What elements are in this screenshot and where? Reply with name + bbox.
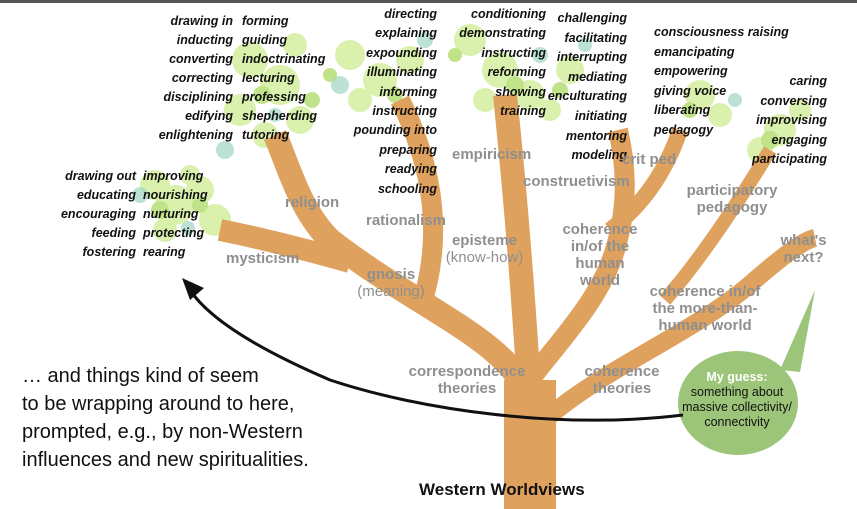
guess-heading: My guess: — [706, 370, 768, 384]
verb: facilitating — [564, 30, 627, 45]
guess-line: something about — [690, 385, 784, 399]
guess-line: massive collectivity/ — [682, 400, 792, 414]
label-coherence-more-than-human: coherence in/of the more-than-human worl… — [649, 283, 761, 334]
verb: nourishing — [143, 188, 208, 202]
guess-bubble-text: My guess: something about massive collec… — [682, 370, 792, 430]
guess-line: connectivity — [704, 415, 770, 429]
verb: mediating — [567, 69, 627, 84]
verb: tutoring — [242, 128, 290, 142]
verb: feeding — [91, 226, 136, 240]
verb: engaging — [771, 132, 827, 147]
label-construetivism: construetivism — [523, 173, 630, 190]
verb: inducting — [176, 33, 233, 47]
verb: conditioning — [471, 7, 546, 21]
verb: pedagogy — [654, 122, 714, 137]
label-rationalism: rationalism — [366, 212, 447, 229]
diagram-title: Western Worldviews — [419, 480, 585, 499]
verb: reforming — [487, 65, 546, 80]
label-participatory-pedagogy: participatory pedagogy — [686, 182, 778, 216]
verb: forming — [242, 14, 289, 28]
religion-verbs-right: forming guiding indoctrinating lecturing… — [242, 12, 325, 145]
verb: schooling — [377, 181, 437, 196]
verb: educating — [76, 188, 136, 202]
label-empiricism: empiricism — [452, 146, 532, 163]
construetivism-verbs: challenging facilitating interrupting me… — [548, 9, 627, 166]
verb: correcting — [171, 71, 233, 85]
note-line: to be wrapping around to here, — [22, 393, 295, 415]
label-episteme: episteme (know-how) — [445, 232, 524, 266]
verb: converting — [169, 52, 233, 66]
verb: lecturing — [242, 71, 295, 85]
verb: drawing in — [170, 14, 234, 28]
verb: indoctrinating — [242, 52, 326, 66]
label-coherence-theories: coherence theories — [584, 363, 660, 397]
verb: expounding — [366, 45, 437, 60]
verb: challenging — [557, 11, 627, 25]
verb: illuminating — [366, 65, 437, 80]
verb: preparing — [379, 142, 437, 157]
verb: rearing — [143, 245, 186, 259]
rationalism-verbs: directing explaining expounding illumina… — [354, 5, 437, 199]
verb: drawing out — [65, 169, 136, 183]
verb: liberating — [654, 103, 711, 117]
participatory-verbs: caring conversing improvising engaging p… — [752, 72, 827, 170]
wrap-around-note: … and things kind of seem to be wrapping… — [22, 362, 309, 474]
verb: edifying — [185, 109, 233, 123]
empiricism-verbs: conditioning demonstrating instructing r… — [459, 5, 546, 121]
religion-verbs-left: drawing in inducting converting correcti… — [159, 12, 233, 145]
note-line: … and things kind of seem — [22, 365, 259, 387]
note-line: influences and new spiritualities. — [22, 449, 309, 471]
verb: initiating — [574, 108, 627, 123]
verb: interrupting — [556, 50, 627, 65]
verb: disciplining — [163, 90, 233, 104]
verb: fostering — [82, 245, 136, 259]
verb: readying — [384, 162, 437, 177]
verb: participating — [751, 152, 827, 166]
verb: encouraging — [60, 207, 136, 221]
verb: guiding — [242, 33, 288, 47]
leaf-clusters — [132, 24, 811, 242]
verb: protecting — [143, 226, 205, 240]
verb: empowering — [654, 64, 728, 78]
verb: shepherding — [242, 109, 318, 123]
verb: enlightening — [158, 128, 233, 142]
label-crit-ped: crit ped — [622, 151, 677, 168]
verb: instructing — [481, 45, 546, 60]
verb: modeling — [571, 148, 627, 163]
verb: training — [500, 104, 546, 119]
verb: professing — [242, 90, 306, 104]
label-gnosis: gnosis (meaning) — [357, 266, 425, 300]
note-line: prompted, e.g., by non-Western — [22, 421, 303, 443]
verb: directing — [384, 7, 437, 21]
guess-bubble-shape — [678, 290, 815, 455]
verb: improving — [143, 169, 204, 183]
verb: instructing — [372, 104, 437, 119]
mysticism-verbs-right: improving nourishing nurturing protectin… — [143, 167, 208, 262]
wrap-around-arrow — [182, 278, 684, 422]
verb: explaining — [375, 26, 437, 41]
verb: enculturating — [547, 89, 627, 104]
mysticism-verbs-left: drawing out educating encouraging feedin… — [61, 167, 136, 262]
verb: showing — [495, 84, 546, 99]
verb: giving voice — [654, 83, 727, 98]
verb: conversing — [760, 93, 827, 108]
verb: demonstrating — [459, 26, 546, 41]
verb: caring — [789, 74, 827, 88]
tree-trunk-branches — [217, 93, 818, 509]
label-correspondence-theories: correspondence theories — [408, 363, 526, 397]
crit-ped-verbs: consciousness raising emancipating empow… — [654, 23, 789, 140]
verb: mentoring — [565, 128, 627, 143]
verb: emancipating — [654, 44, 735, 59]
label-mysticism: mysticism — [226, 250, 300, 267]
verb: pounding into — [353, 123, 437, 138]
top-rule — [0, 0, 857, 3]
label-whats-next: what's next? — [780, 232, 827, 266]
verb: consciousness raising — [654, 25, 789, 39]
verb: nurturing — [143, 207, 199, 221]
verb: informing — [379, 84, 437, 99]
label-religion: religion — [285, 194, 340, 211]
label-coherence-human: coherence in/of the human world — [562, 221, 638, 289]
verb: improvising — [756, 113, 827, 127]
